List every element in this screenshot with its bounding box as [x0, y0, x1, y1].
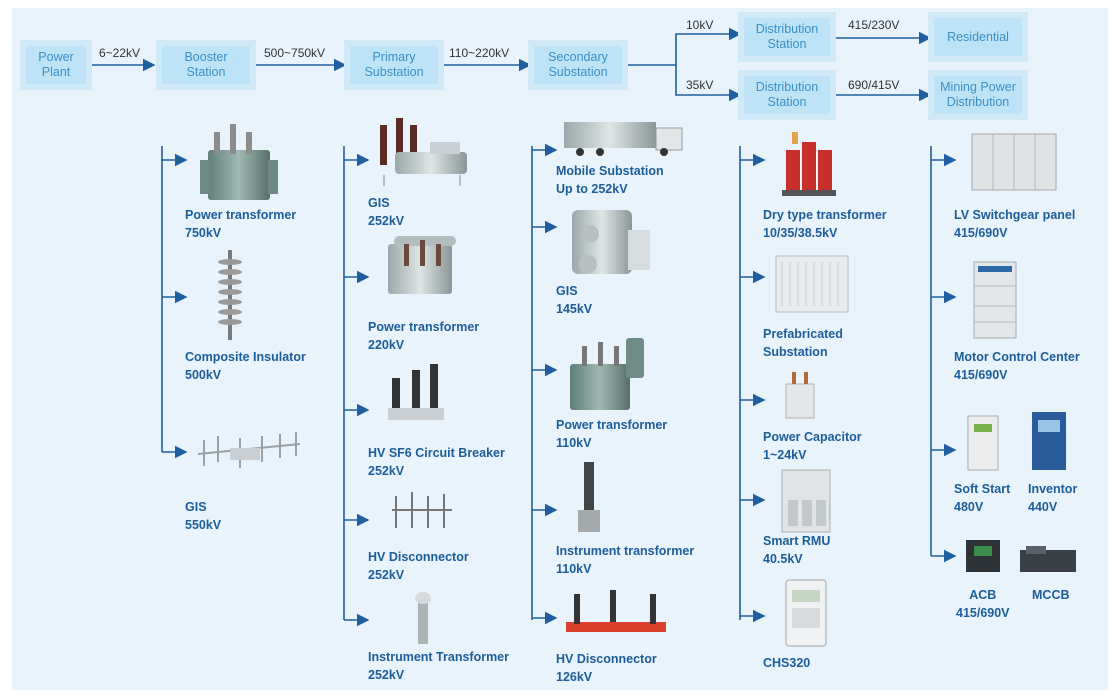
composite-insulator-image [218, 250, 242, 340]
booster-column-connectors [161, 146, 188, 459]
node-label-line: Station [767, 95, 807, 109]
voltage-label: 415/230V [848, 18, 900, 32]
lv-switchgear-panel-image [971, 133, 1057, 191]
arrow-secondary-dist1 [626, 27, 742, 66]
hv-disconnector-252-image [392, 492, 452, 528]
primary-column-connectors [343, 146, 370, 627]
node-label-line: Substation [364, 65, 424, 79]
chs320-meter-image [785, 579, 827, 647]
prefabricated-substation-image [775, 255, 849, 313]
hv-disconnector-126-image [566, 590, 666, 632]
soft-start-image [967, 415, 999, 471]
smart-rmu-image [781, 469, 831, 533]
voltage-label: 500~750kV [264, 46, 326, 60]
node-label-line: Power [38, 50, 74, 64]
node-label-line: Residential [947, 29, 1009, 44]
power-capacitor-image [785, 372, 815, 419]
node-label-line: Station [767, 37, 807, 51]
voltage-label: 35kV [686, 78, 714, 92]
power-transformer-110-image [570, 338, 644, 410]
node-label-line: Distribution [755, 22, 819, 36]
distribution-column-connectors [739, 146, 766, 623]
motor-control-center-image [973, 261, 1017, 339]
background-panel [12, 8, 1108, 690]
node-label-line: Station [186, 65, 226, 79]
node-label-line: Plant [41, 65, 71, 79]
gis-145-image [572, 210, 650, 274]
mccb-image [1020, 546, 1076, 572]
power-transformer-750-image [200, 124, 278, 200]
equipment-label: CHS320 [763, 656, 811, 670]
node-label-line: Substation [548, 65, 608, 79]
node-label-line: Distribution [755, 80, 819, 94]
mobile-substation-image [564, 122, 683, 156]
voltage-label: 690/415V [848, 78, 900, 92]
gis-252-image [380, 118, 467, 186]
equipment-label: MCCB [1032, 588, 1070, 602]
acb-image [966, 540, 1000, 572]
node-label-line: Secondary [548, 50, 608, 64]
node-label-line: Booster [184, 50, 228, 64]
dry-type-transformer-image [782, 132, 836, 196]
voltage-label: 10kV [686, 18, 714, 32]
flow-arrows [92, 27, 932, 102]
node-label-line: Primary [372, 50, 416, 64]
inventor-image [1032, 412, 1066, 470]
instrument-transformer-252-image [415, 592, 431, 644]
node-label-line: Distribution [946, 95, 1010, 109]
consumer-column-connectors [930, 146, 957, 563]
voltage-label: 110~220kV [449, 46, 510, 60]
voltage-label: 6~22kV [99, 46, 141, 60]
instrument-transformer-110-image [578, 462, 600, 532]
node-residential: Residential [928, 12, 1028, 62]
secondary-column-connectors [531, 143, 558, 625]
hv-sf6-circuit-breaker-image [388, 364, 444, 420]
gis-550-image [197, 432, 301, 468]
arrow-secondary-dist2 [675, 65, 742, 102]
power-transformer-220-image [388, 236, 456, 294]
node-label-line: Mining Power [940, 80, 1016, 94]
